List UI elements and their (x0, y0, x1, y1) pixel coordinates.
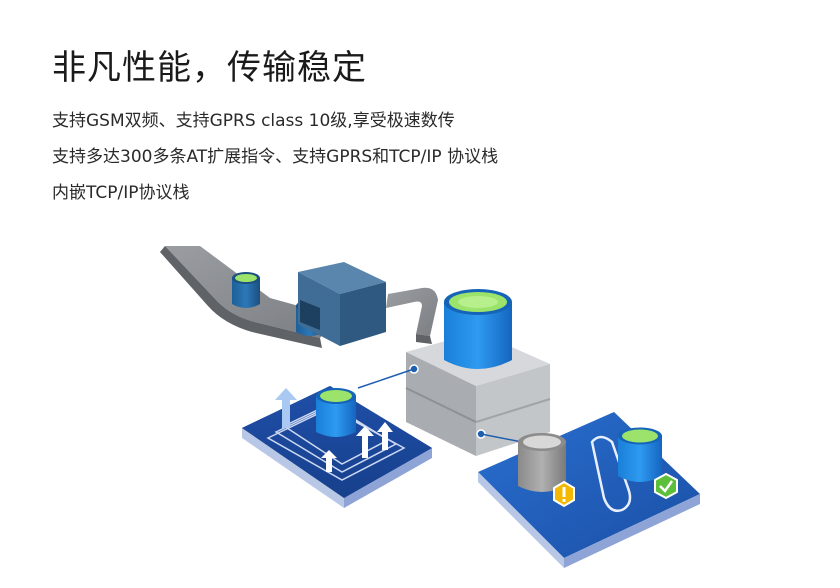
connector-line-right (480, 433, 523, 443)
belt-cylinder-1 (232, 272, 260, 308)
feature-line-3: 内嵌TCP/IP协议栈 (52, 183, 190, 203)
platform-cylinder-right (618, 427, 662, 482)
feature-line-2: 支持多达300多条AT扩展指令、支持GPRS和TCP/IP 协议栈 (52, 147, 499, 167)
headline: 非凡性能，传输稳定 (52, 48, 367, 88)
main-database-cylinder (444, 289, 512, 369)
platform-cylinder-left (316, 388, 356, 437)
connector-line-left (357, 368, 415, 389)
warning-icon (553, 480, 575, 508)
data-transfer-illustration (160, 246, 700, 568)
server-block (405, 332, 551, 456)
feature-line-1: 支持GSM双频、支持GPRS class 10级,享受极速数传 (52, 111, 455, 131)
platform-cylinder-gray (518, 433, 566, 492)
up-arrow-icon (275, 388, 393, 472)
checkmark-icon (654, 472, 678, 500)
processing-box (298, 262, 386, 346)
